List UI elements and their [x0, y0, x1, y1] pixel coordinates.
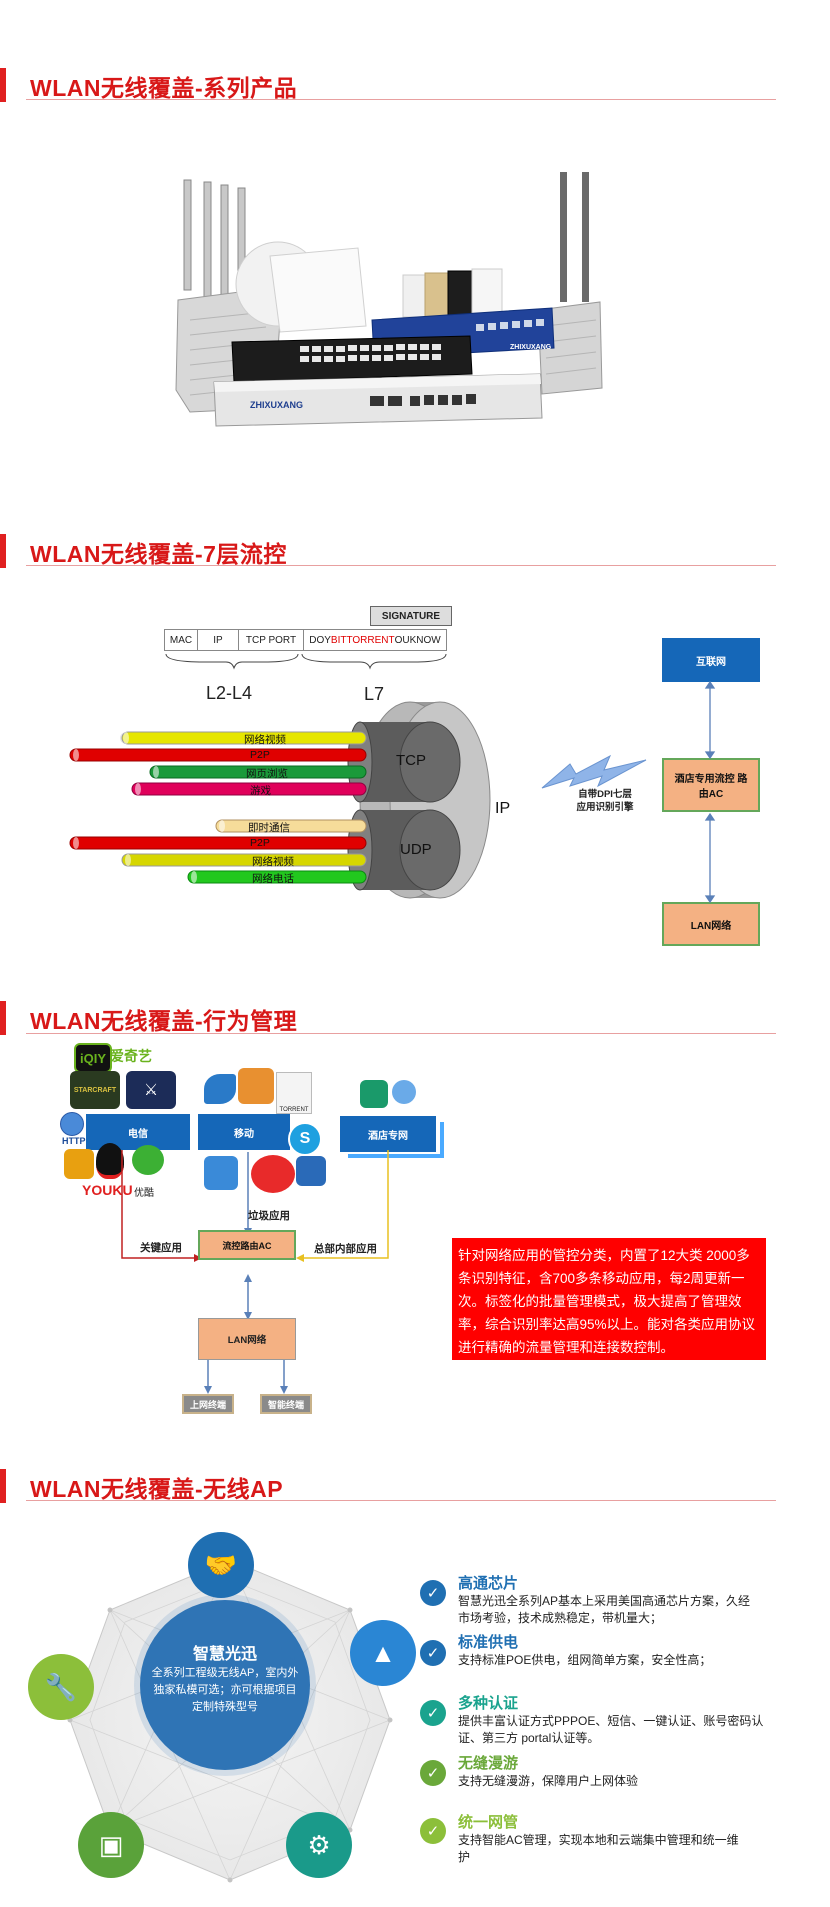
flow-control-diagram — [69, 701, 491, 899]
weibo-icon — [248, 1152, 298, 1196]
signature-tag: SIGNATURE — [370, 606, 452, 626]
tcp-pipe-label: 游戏 — [250, 785, 271, 797]
youku-suffix: 优酷 — [134, 1188, 154, 1199]
hotel-private-network-box: 酒店专网 — [340, 1116, 436, 1152]
tcp-pipe-label: P2P — [250, 749, 270, 761]
blue-app-icon — [392, 1080, 416, 1104]
udp-pipe-label: 即时通信 — [248, 822, 290, 834]
behavior-description: 针对网络应用的管控分类，内置了12大类 2000多条识别特征，含700多条移动应… — [452, 1238, 766, 1360]
feature-title: 标准供电 — [458, 1634, 519, 1651]
section-divider — [26, 99, 776, 100]
wechat-icon — [132, 1145, 164, 1175]
section-marker — [0, 1001, 6, 1035]
search-app-icon — [204, 1156, 238, 1190]
layer-label-l7: L7 — [364, 684, 385, 704]
thunder-app-icon — [238, 1068, 274, 1104]
check-icon: ✓ — [420, 1640, 446, 1666]
header-cell-tcp-port: TCP PORT — [239, 630, 304, 650]
section-title: WLAN无线覆盖-7层流控 — [30, 541, 287, 567]
check-icon: ✓ — [420, 1818, 446, 1844]
udp-label: UDP — [400, 841, 432, 858]
feature-desc: 支持标准POE供电，组网简单方案，安全性高； — [458, 1653, 712, 1667]
traffic-cone-icon: ▲ — [350, 1620, 416, 1686]
ap-center-circle — [140, 1600, 310, 1770]
skype-icon: S — [288, 1122, 322, 1156]
layer-label-l2-l4: L2-L4 — [206, 683, 253, 703]
flow-router-ac-box: 流控路由AC — [198, 1230, 296, 1260]
check-icon: ✓ — [420, 1580, 446, 1606]
starcraft-icon: STARCRAFT — [70, 1071, 120, 1109]
ip-label: IP — [495, 800, 511, 817]
section-title: WLAN无线覆盖-系列产品 — [30, 75, 298, 101]
udp-pipe-label: 网络视频 — [252, 856, 294, 868]
iqiyi-label: 爱奇艺 — [110, 1048, 152, 1064]
lan-network-box: LAN网络 — [662, 902, 760, 946]
udp-pipe-label: P2P — [250, 837, 270, 849]
network-arrows — [704, 680, 716, 904]
feature-desc: 提供丰富认证方式PPPOE、短信、一键认证、账号密码认证、第三方 portal认… — [458, 1714, 764, 1745]
http-label: HTTP — [62, 1136, 86, 1146]
ap-center-desc: 全系列工程级无线AP，室内外独家私模可选；亦可根据项目定制特殊型号 — [151, 1667, 299, 1713]
junk-apps-label: 垃圾应用 — [248, 1210, 290, 1222]
music-app-icon — [296, 1156, 326, 1186]
ap-center-title: 智慧光迅 — [192, 1646, 257, 1663]
feature-title: 统一网管 — [458, 1814, 519, 1831]
warcraft-icon: ⚔ — [126, 1071, 176, 1109]
payload-prefix: DOY — [309, 634, 331, 646]
feature-title: 高通芯片 — [458, 1575, 519, 1592]
section-marker — [0, 1469, 6, 1503]
torrent-doc-icon: TORRENT — [276, 1072, 312, 1114]
payload-highlight: BITTORRENT — [330, 634, 395, 646]
youku-logo: YOUKU — [82, 1182, 133, 1198]
section-marker — [0, 68, 6, 102]
mobile-box: 移动 — [198, 1114, 290, 1150]
http-globe-icon — [60, 1112, 84, 1136]
behavior-flow-lines — [121, 1150, 389, 1394]
feature-desc: 支持无缝漫游，保障用户上网体验 — [458, 1774, 639, 1788]
section-marker — [0, 534, 6, 568]
check-icon: ✓ — [420, 1760, 446, 1786]
tcp-pipe-label: 网络视频 — [244, 734, 286, 746]
dpi-bolt-icon — [541, 754, 647, 789]
green-app-icon — [360, 1080, 388, 1108]
qq-penguin-icon — [96, 1143, 124, 1179]
dpi-label: 自带DPI七层应用识别引擎 — [576, 789, 634, 813]
tcp-pipe-label: 网页浏览 — [246, 768, 288, 780]
section-divider — [26, 565, 776, 566]
bag-icon: ▣ — [78, 1812, 144, 1878]
behavior-lan-box: LAN网络 — [198, 1318, 296, 1360]
switch-brand: ZHIXUXANG — [510, 344, 552, 351]
section-divider — [26, 1500, 776, 1501]
feature-desc: 支持智能AC管理，实现本地和云端集中管理和统一维护 — [458, 1833, 739, 1864]
internet-terminal-box: 上网终端 — [182, 1394, 234, 1414]
orange-app-icon — [64, 1149, 94, 1179]
bird-app-icon — [204, 1074, 236, 1104]
router-ac-box: 酒店专用流控 路由AC — [662, 758, 760, 812]
check-icon: ✓ — [420, 1700, 446, 1726]
smart-terminal-box: 智能终端 — [260, 1394, 312, 1414]
internal-apps-label: 总部内部应用 — [314, 1243, 377, 1255]
section-title: WLAN无线覆盖-无线AP — [30, 1476, 284, 1502]
handshake-icon: 🤝 — [188, 1532, 254, 1598]
tcp-label: TCP — [396, 752, 426, 769]
iqiyi-icon: iQIY — [74, 1043, 112, 1073]
feature-title: 多种认证 — [458, 1695, 519, 1712]
gears-icon: ⚙ — [286, 1812, 352, 1878]
section-divider — [26, 1033, 776, 1034]
feature-title: 无缝漫游 — [458, 1755, 519, 1772]
internet-box: 互联网 — [662, 638, 760, 682]
header-cell-ip: IP — [198, 630, 239, 650]
key-apps-label: 关键应用 — [140, 1242, 182, 1254]
product-lineup-image: ZHIXUXANG ZHIXUXANG — [175, 172, 603, 427]
feature-desc: 智慧光迅全系列AP基本上采用美国高通芯片方案，久经市场考验，技术成熟稳定，带机量… — [458, 1594, 751, 1625]
section-title: WLAN无线覆盖-行为管理 — [30, 1008, 298, 1034]
layer-braces — [165, 653, 447, 670]
wrench-icon: 🔧 — [28, 1654, 94, 1720]
payload-suffix: OUKNOW — [394, 634, 441, 646]
rack-brand: ZHIXUXANG — [250, 400, 303, 410]
header-cell-mac: MAC — [165, 630, 198, 650]
udp-pipe-label: 网络电话 — [252, 873, 294, 885]
